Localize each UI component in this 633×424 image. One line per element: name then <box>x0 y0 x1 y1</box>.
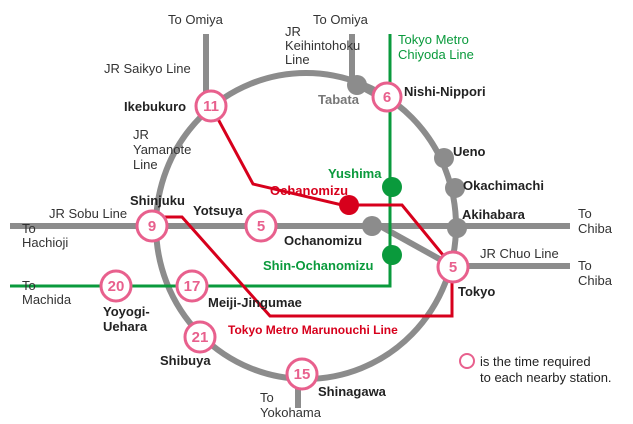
label-to-chiba-1a: To <box>578 206 592 221</box>
label-jr-yamanote-3: Line <box>133 157 158 172</box>
shin-ochanomizu-dot <box>382 245 402 265</box>
label-to-machida-1: To <box>22 278 36 293</box>
label-tokyo-metro-chiyoda-2: Chiyoda Line <box>398 47 474 62</box>
station-ochanomizu-red: Ochanomizu <box>270 183 348 198</box>
label-to-yokohama-1: To <box>260 390 274 405</box>
station-yushima: Yushima <box>328 166 382 181</box>
badge-meiji-jingumae-value: 17 <box>184 278 201 295</box>
label-to-chiba-2b: Chiba <box>578 273 613 288</box>
badge-shinagawa <box>285 357 319 391</box>
label-to-omiya-right: To Omiya <box>313 12 369 27</box>
station-shinagawa: Shinagawa <box>318 384 387 399</box>
label-to-hachioji-1: To <box>22 221 36 236</box>
legend-line-2: to each nearby station. <box>480 370 612 385</box>
station-shin-ochanomizu: Shin-Ochanomizu <box>263 258 374 273</box>
label-jr-keihintohoku-1: JR <box>285 24 301 39</box>
station-okachimachi: Okachimachi <box>463 178 544 193</box>
label-to-yokohama-2: Yokohama <box>260 405 322 420</box>
label-to-chiba-2a: To <box>578 258 592 273</box>
badge-tokyo-value: 5 <box>449 259 457 276</box>
badge-meiji-jingumae <box>175 269 209 303</box>
station-shibuya: Shibuya <box>160 353 211 368</box>
station-shinjuku: Shinjuku <box>130 193 185 208</box>
okachimachi-dot <box>445 178 465 198</box>
label-jr-yamanote-2: Yamanote <box>133 142 191 157</box>
badge-shinjuku <box>135 209 169 243</box>
badge-nishi-nippori <box>371 81 403 113</box>
station-tokyo: Tokyo <box>458 284 495 299</box>
label-marunouchi: Tokyo Metro Marunouchi Line <box>228 323 398 337</box>
ochanomizu-marunouchi-dot <box>339 195 359 215</box>
station-akihabara: Akihabara <box>462 207 526 222</box>
badge-ikebukuro-value: 11 <box>203 98 219 115</box>
time-badges: 11 6 9 5 5 20 17 21 15 <box>99 81 470 391</box>
label-to-omiya-left: To Omiya <box>168 12 224 27</box>
badge-ikebukuro <box>194 89 228 123</box>
label-jr-sobu: JR Sobu Line <box>49 206 127 221</box>
legend-line-1: is the time required <box>480 354 591 369</box>
label-tokyo-metro-chiyoda-1: Tokyo Metro <box>398 32 469 47</box>
legend: is the time required to each nearby stat… <box>459 353 612 385</box>
badge-shinjuku-value: 9 <box>148 218 156 235</box>
yushima-dot <box>382 177 402 197</box>
label-to-machida-2: Machida <box>22 292 72 307</box>
station-meiji-jingumae: Meiji-Jingumae <box>208 295 302 310</box>
ochanomizu-jr-dot <box>362 216 382 236</box>
badge-tokyo <box>436 250 470 284</box>
label-jr-saikyo: JR Saikyo Line <box>104 61 191 76</box>
station-ikebukuro: Ikebukuro <box>124 99 186 114</box>
station-yoyogi-uehara-2: Uehara <box>103 319 148 334</box>
chiyoda-line <box>10 34 392 288</box>
chiyoda-line-path <box>10 34 392 288</box>
badge-yotsuya-value: 5 <box>257 218 265 235</box>
label-jr-keihintohoku-2: Keihintohoku <box>285 38 360 53</box>
ueno-dot <box>434 148 454 168</box>
transfer-dots <box>347 75 467 238</box>
label-to-chiba-1b: Chiba <box>578 221 613 236</box>
badge-yoyogi-uehara-value: 20 <box>108 278 125 295</box>
badge-shibuya-value: 21 <box>192 329 209 346</box>
station-ochanomizu-gray: Ochanomizu <box>284 233 362 248</box>
badge-shinagawa-value: 15 <box>294 366 311 383</box>
label-jr-keihintohoku-3: Line <box>285 52 310 67</box>
line-labels: To Omiya To Omiya JR Keihintohoku Line T… <box>22 12 613 420</box>
badge-shibuya <box>183 320 217 354</box>
badge-nishi-nippori-value: 6 <box>383 89 391 106</box>
station-tabata: Tabata <box>318 92 360 107</box>
akihabara-dot <box>447 218 467 238</box>
station-yotsuya: Yotsuya <box>193 203 243 218</box>
station-ueno: Ueno <box>453 144 486 159</box>
label-to-hachioji-2: Hachioji <box>22 235 68 250</box>
station-labels: Tabata Nishi-Nippori Ikebukuro Ueno Yush… <box>103 84 544 399</box>
station-nishi-nippori: Nishi-Nippori <box>404 84 486 99</box>
badge-yotsuya <box>244 209 278 243</box>
label-jr-yamanote-1: JR <box>133 127 149 142</box>
label-jr-chuo: JR Chuo Line <box>480 246 559 261</box>
badge-yoyogi-uehara <box>99 269 133 303</box>
station-yoyogi-uehara-1: Yoyogi- <box>103 304 150 319</box>
tabata-dot <box>347 75 367 95</box>
legend-badge-icon <box>459 353 475 369</box>
